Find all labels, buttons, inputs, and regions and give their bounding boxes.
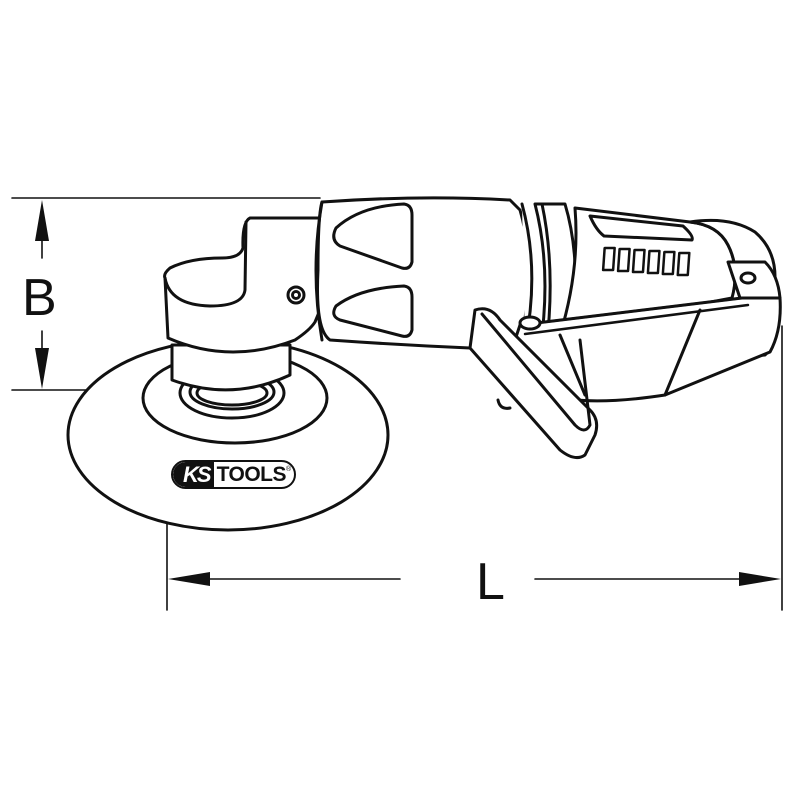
dimension-label-b: B xyxy=(22,269,57,327)
dimension-label-l: L xyxy=(476,553,505,611)
throttle-lever xyxy=(513,296,782,403)
registered-mark: ® xyxy=(286,466,292,473)
brand-logo: KS TOOLS ® xyxy=(171,460,296,489)
arrowhead-l-left xyxy=(168,572,210,586)
lever-guard xyxy=(468,307,599,460)
angle-head xyxy=(163,216,322,392)
brand-logo-ks: KS xyxy=(173,462,214,487)
arrowhead-b-bottom xyxy=(35,348,49,389)
vent-slots xyxy=(601,246,691,277)
arrowhead-l-right xyxy=(739,572,781,586)
arrowhead-b-top xyxy=(35,200,49,241)
brand-logo-tools: TOOLS xyxy=(216,462,287,486)
